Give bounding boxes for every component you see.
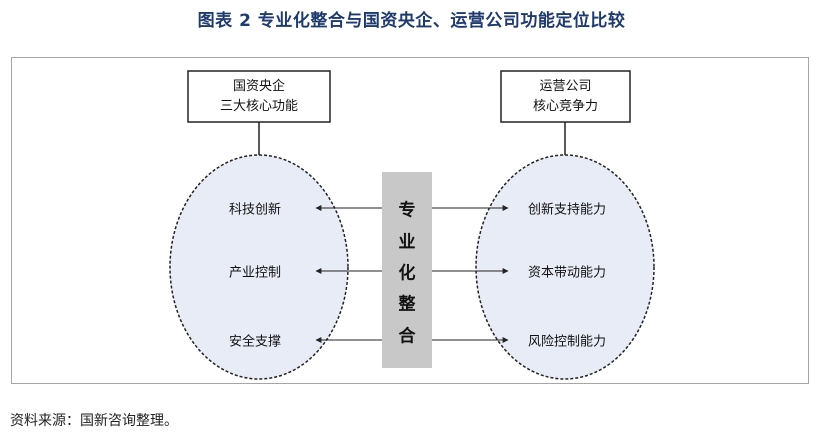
left-box-line2: 三大核心功能 bbox=[219, 99, 298, 114]
right-item-3: 风险控制能力 bbox=[527, 334, 607, 350]
center-char-3: 化 bbox=[398, 263, 416, 284]
left-item-2: 产业控制 bbox=[228, 265, 282, 281]
left-item-1: 科技创新 bbox=[228, 202, 282, 218]
left-ellipse bbox=[169, 154, 349, 380]
left-item-3: 安全支撑 bbox=[228, 334, 282, 350]
center-char-1: 专 bbox=[398, 200, 416, 221]
figure-title: 图表 2 专业化整合与国资央企、运营公司功能定位比较 bbox=[197, 11, 626, 31]
right-box-label: 运营公司 核心竞争力 bbox=[501, 77, 630, 117]
center-char-2: 业 bbox=[398, 232, 416, 253]
right-item-1: 创新支持能力 bbox=[527, 202, 607, 218]
left-box-label: 国资央企 三大核心功能 bbox=[188, 77, 330, 117]
center-bar bbox=[382, 172, 432, 368]
right-item-2: 资本带动能力 bbox=[527, 265, 607, 281]
center-char-5: 合 bbox=[398, 326, 416, 347]
center-char-4: 整 bbox=[398, 294, 416, 315]
right-box-line1: 运营公司 bbox=[539, 79, 592, 94]
right-box-line2: 核心竞争力 bbox=[532, 99, 598, 114]
right-ellipse bbox=[475, 154, 655, 380]
right-top-box bbox=[500, 70, 631, 123]
source-note: 资料来源：国新咨询整理。 bbox=[10, 413, 178, 429]
left-box-line1: 国资央企 bbox=[232, 79, 285, 94]
